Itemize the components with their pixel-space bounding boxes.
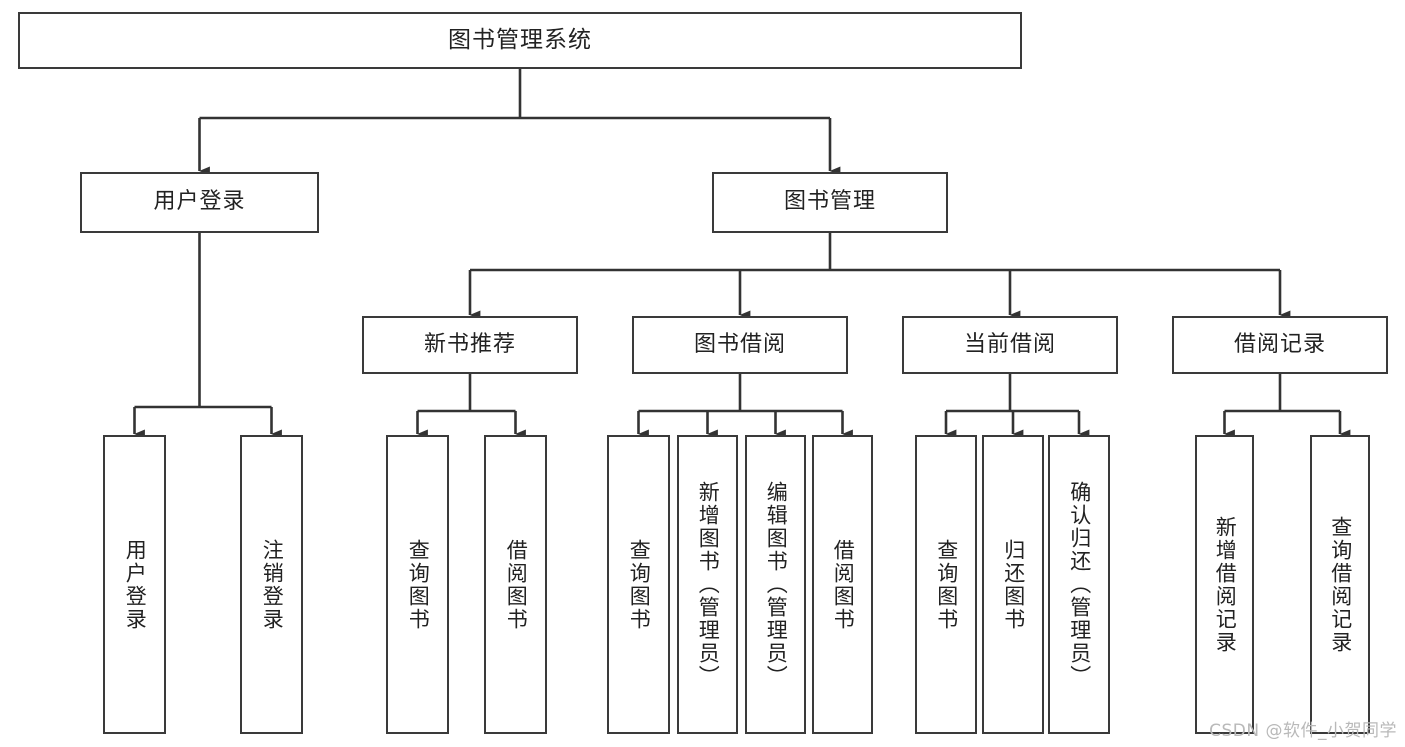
node-label: 新增借阅记录	[1213, 515, 1238, 654]
node-user-login[interactable]: 用户登录	[80, 172, 319, 233]
node-leaf-borrow-book[interactable]: 借阅图书	[812, 435, 873, 734]
node-label: 查询图书	[406, 538, 431, 631]
node-new-book-recommend[interactable]: 新书推荐	[362, 316, 578, 374]
node-label: 注销登录	[260, 538, 285, 631]
node-leaf-logout[interactable]: 注销登录	[240, 435, 303, 734]
node-root-book-management-system[interactable]: 图书管理系统	[18, 12, 1022, 69]
node-book-management[interactable]: 图书管理	[712, 172, 948, 233]
node-leaf-return-book[interactable]: 归还图书	[982, 435, 1044, 734]
node-label: 用户登录	[123, 538, 148, 631]
node-leaf-query-book-current[interactable]: 查询图书	[915, 435, 977, 734]
node-borrow-record[interactable]: 借阅记录	[1172, 316, 1388, 374]
node-leaf-confirm-return[interactable]: 确认归还（管理员）	[1048, 435, 1110, 734]
node-leaf-borrow-book-recommend[interactable]: 借阅图书	[484, 435, 547, 734]
node-book-borrow[interactable]: 图书借阅	[632, 316, 848, 374]
node-leaf-add-book[interactable]: 新增图书（管理员）	[677, 435, 738, 734]
node-label: 归还图书	[1001, 538, 1026, 631]
node-label: 借阅图书	[504, 538, 529, 631]
node-leaf-query-borrow-record[interactable]: 查询借阅记录	[1310, 435, 1370, 734]
node-label: 确认归还（管理员）	[1067, 481, 1092, 688]
node-label: 查询图书	[934, 538, 959, 631]
node-label: 用户登录	[153, 189, 246, 215]
node-leaf-edit-book[interactable]: 编辑图书（管理员）	[745, 435, 806, 734]
node-current-borrow[interactable]: 当前借阅	[902, 316, 1118, 374]
node-label: 查询图书	[627, 538, 652, 631]
node-label: 图书借阅	[693, 331, 786, 357]
node-label: 借阅图书	[831, 538, 856, 631]
node-label: 图书管理	[783, 189, 876, 215]
node-label: 新书推荐	[423, 331, 516, 357]
node-leaf-user-login[interactable]: 用户登录	[103, 435, 166, 734]
node-label: 编辑图书（管理员）	[764, 481, 789, 688]
node-leaf-query-book-borrow[interactable]: 查询图书	[607, 435, 670, 734]
node-label: 新增图书（管理员）	[696, 481, 721, 688]
node-label: 查询借阅记录	[1328, 515, 1353, 654]
node-leaf-add-borrow-record[interactable]: 新增借阅记录	[1195, 435, 1254, 734]
node-label: 图书管理系统	[448, 26, 592, 53]
node-leaf-query-book-recommend[interactable]: 查询图书	[386, 435, 449, 734]
node-label: 借阅记录	[1233, 331, 1326, 357]
node-label: 当前借阅	[963, 331, 1056, 357]
